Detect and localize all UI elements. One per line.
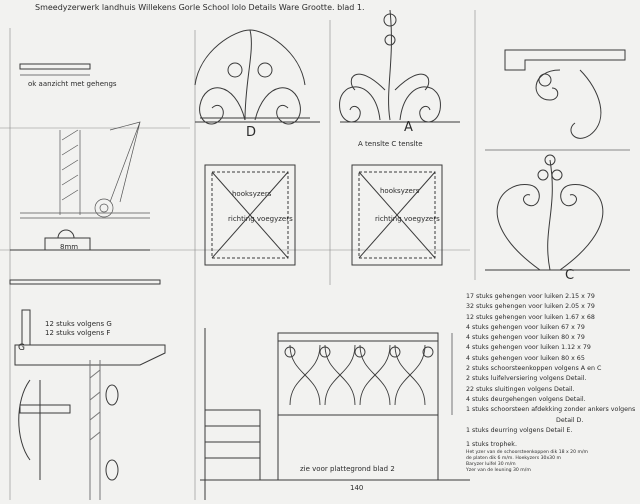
note-line: Detail D.: [556, 416, 584, 424]
detail-g: [14, 309, 166, 500]
note-line: 4 stuks gehengen voor luiken 67 x 79: [466, 323, 585, 331]
chimney-plate-d: [204, 164, 296, 266]
detail-a-ornament: [339, 9, 460, 123]
note-line: 4 stuks gehengen voor luiken 1.12 x 79: [466, 344, 591, 352]
chimney-plate-a: [351, 164, 443, 266]
sheet-title: Smeedyzerwerk landhuis Willekens Gorle S…: [35, 3, 365, 12]
detail-c-label: C: [565, 268, 575, 283]
detail-d-label: D: [246, 125, 257, 140]
fine-note: Yzer van de leuning 30 m/m: [466, 468, 531, 474]
detail-g-label: G: [18, 343, 25, 353]
count-g-label: 12 stuks volgens G: [45, 320, 112, 328]
note-line: 1 stuks trophek.: [466, 441, 517, 449]
a-c-note: A tenslte C tenslte: [358, 140, 423, 148]
detail-d-ornament: [194, 29, 320, 125]
note-line: 32 stuks gehengen voor luiken 2.05 x 79: [466, 303, 595, 311]
plate-label-d-1: hooksyzers: [232, 190, 272, 198]
plate-label-a-1: hooksyzers: [380, 187, 420, 195]
note-line: 4 stuks deurgehengen volgens Detail.: [466, 395, 586, 403]
note-line: 2 stuks schoorsteenkoppen volgens A en C: [466, 365, 602, 373]
hinge-label: 8mm: [60, 243, 79, 251]
side-view-label: ok aanzicht met gehengs: [28, 80, 117, 88]
note-line: 1 stuks deurring volgens Detail E.: [466, 426, 573, 434]
floor-plan-note: zie voor plattegrond blad 2: [300, 465, 395, 473]
plate-label-a-2: richting voegyzers: [375, 215, 440, 223]
detail-c-ornament: [485, 149, 630, 271]
note-line: 1 stuks schoorsteen afdekking zonder ank…: [466, 406, 636, 414]
count-f-label: 12 stuks volgens F: [45, 329, 111, 337]
note-line: 4 stuks gehengen voor luiken 80 x 65: [466, 354, 585, 362]
luifel-bracket: [504, 49, 626, 139]
note-line: 4 stuks gehengen voor luiken 80 x 79: [466, 334, 585, 342]
dimension-140: 140: [350, 484, 364, 492]
note-line: 22 stuks sluitingen volgens Detail.: [466, 385, 575, 393]
note-line: 17 stuks gehengen voor luiken 2.15 x 79: [466, 293, 595, 300]
detail-a-label: A: [404, 120, 413, 135]
wall-section: [20, 121, 150, 219]
quantity-notes: 17 stuks gehengen voor luiken 2.15 x 79 …: [466, 292, 635, 474]
fine-note: Het yzer van de schoorsteenkoppen dik 18…: [466, 450, 588, 456]
plate-label-d-2: richting voegyzers: [228, 215, 293, 223]
note-line: 2 stuks luifelversiering volgens Detail.: [466, 375, 587, 383]
side-view-bracket: [19, 63, 91, 76]
note-line: 12 stuks gehengen voor luiken 1.67 x 68: [466, 313, 595, 321]
fine-note: Baryzer luifel 30 m/m: [466, 462, 516, 468]
hinge-detail: [9, 229, 161, 285]
fine-note: de platen dik 6 m/m. Hoekyzers 30x30 m: [466, 456, 561, 462]
stairs-railing: [200, 328, 470, 500]
